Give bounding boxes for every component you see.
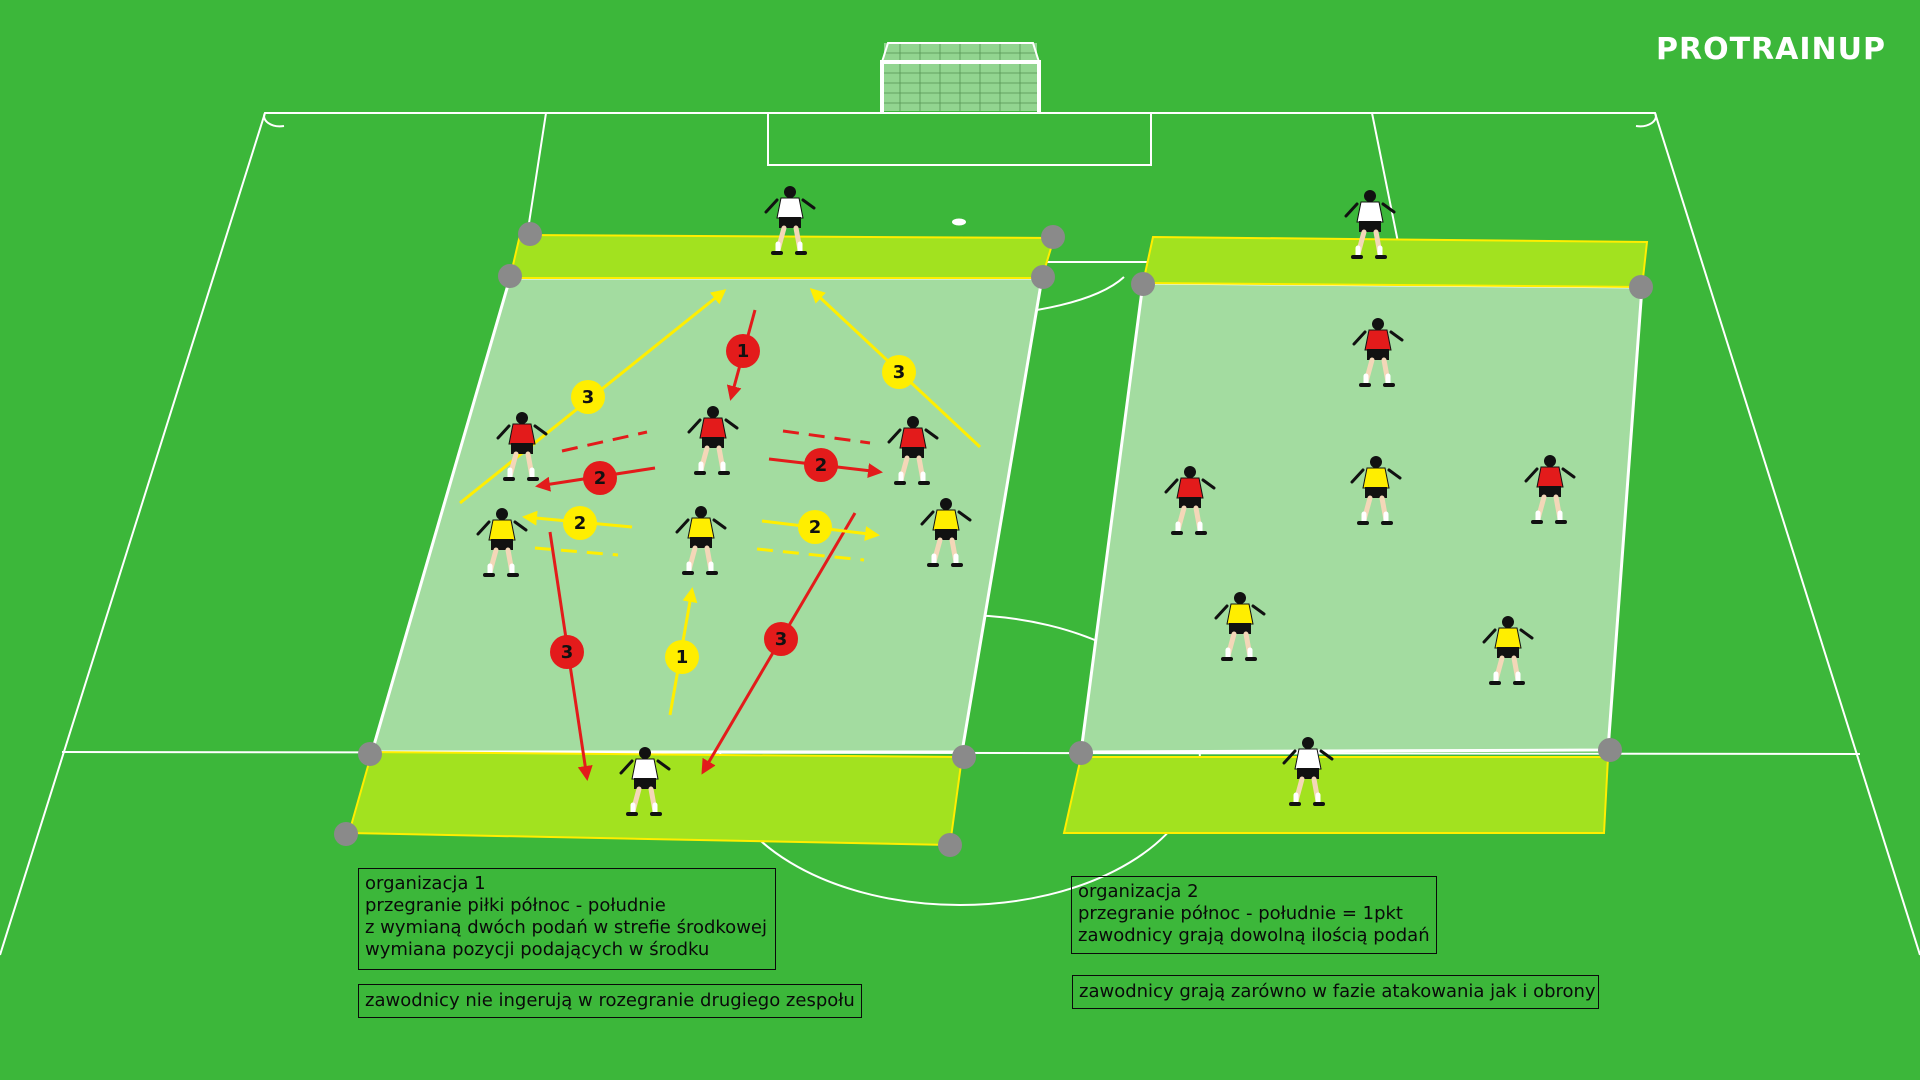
cone-icon: [1131, 272, 1155, 296]
note-line: organizacja 1: [365, 873, 486, 894]
end-zone-right-north: [1141, 235, 1649, 289]
svg-text:1: 1: [676, 647, 689, 668]
pass-badge-yellow-3a: 3: [571, 380, 605, 414]
cone-icon: [938, 833, 962, 857]
note-organization-1: organizacja 1 przegranie piłki północ - …: [358, 868, 776, 970]
pass-badge-red-2b: 2: [804, 448, 838, 482]
cone-icon: [952, 745, 976, 769]
pass-badge-red-2a: 2: [583, 461, 617, 495]
pass-badge-yellow-1: 1: [665, 640, 699, 674]
protrainup-logo: PROTRAINUP: [1656, 32, 1886, 67]
svg-text:2: 2: [815, 455, 828, 476]
cone-icon: [334, 822, 358, 846]
penalty-spot: [952, 218, 966, 226]
svg-text:3: 3: [561, 642, 574, 663]
end-zone-right-south: [1062, 756, 1610, 834]
svg-text:3: 3: [775, 629, 788, 650]
football-goal-icon: [880, 42, 1041, 113]
cone-icon: [1041, 225, 1065, 249]
cone-icon: [1629, 275, 1653, 299]
cone-icon: [1069, 741, 1093, 765]
cone-icon: [498, 264, 522, 288]
cones: [334, 222, 1653, 857]
pass-badge-yellow-3b: 3: [882, 355, 916, 389]
pass-badge-red-1: 1: [726, 334, 760, 368]
svg-text:2: 2: [594, 468, 607, 489]
pass-badge-red-3b: 3: [764, 622, 798, 656]
pass-badge-yellow-2a: 2: [563, 506, 597, 540]
note-organization-1-rule: zawodnicy nie ingerują w rozegranie drug…: [358, 984, 862, 1018]
note-line: zawodnicy grają dowolną ilością podań: [1078, 925, 1430, 946]
note-line: zawodnicy nie ingerują w rozegranie drug…: [365, 990, 855, 1011]
note-line: z wymianą dwóch podań w strefie środkowe…: [365, 917, 767, 938]
note-line: przegranie północ - południe = 1pkt: [1078, 903, 1403, 924]
cone-icon: [1031, 265, 1055, 289]
svg-text:2: 2: [574, 513, 587, 534]
pass-badge-red-3a: 3: [550, 635, 584, 669]
note-line: organizacja 2: [1078, 881, 1199, 902]
cone-icon: [518, 222, 542, 246]
cone-icon: [1598, 738, 1622, 762]
cone-icon: [358, 742, 382, 766]
note-organization-2-rule: zawodnicy grają zarówno w fazie atakowan…: [1072, 975, 1599, 1009]
pass-badges: 1 2 2 3 3 1 2 2 3 3: [550, 334, 916, 674]
svg-text:3: 3: [582, 387, 595, 408]
note-organization-2: organizacja 2 przegranie północ - połudn…: [1071, 876, 1437, 954]
svg-text:3: 3: [893, 362, 906, 383]
svg-text:1: 1: [737, 341, 750, 362]
note-line: zawodnicy grają zarówno w fazie atakowan…: [1079, 981, 1596, 1002]
note-line: przegranie piłki północ - południe: [365, 895, 666, 916]
note-line: wymiana pozycji podających w środku: [365, 939, 710, 960]
svg-text:2: 2: [809, 517, 822, 538]
pass-badge-yellow-2b: 2: [798, 510, 832, 544]
